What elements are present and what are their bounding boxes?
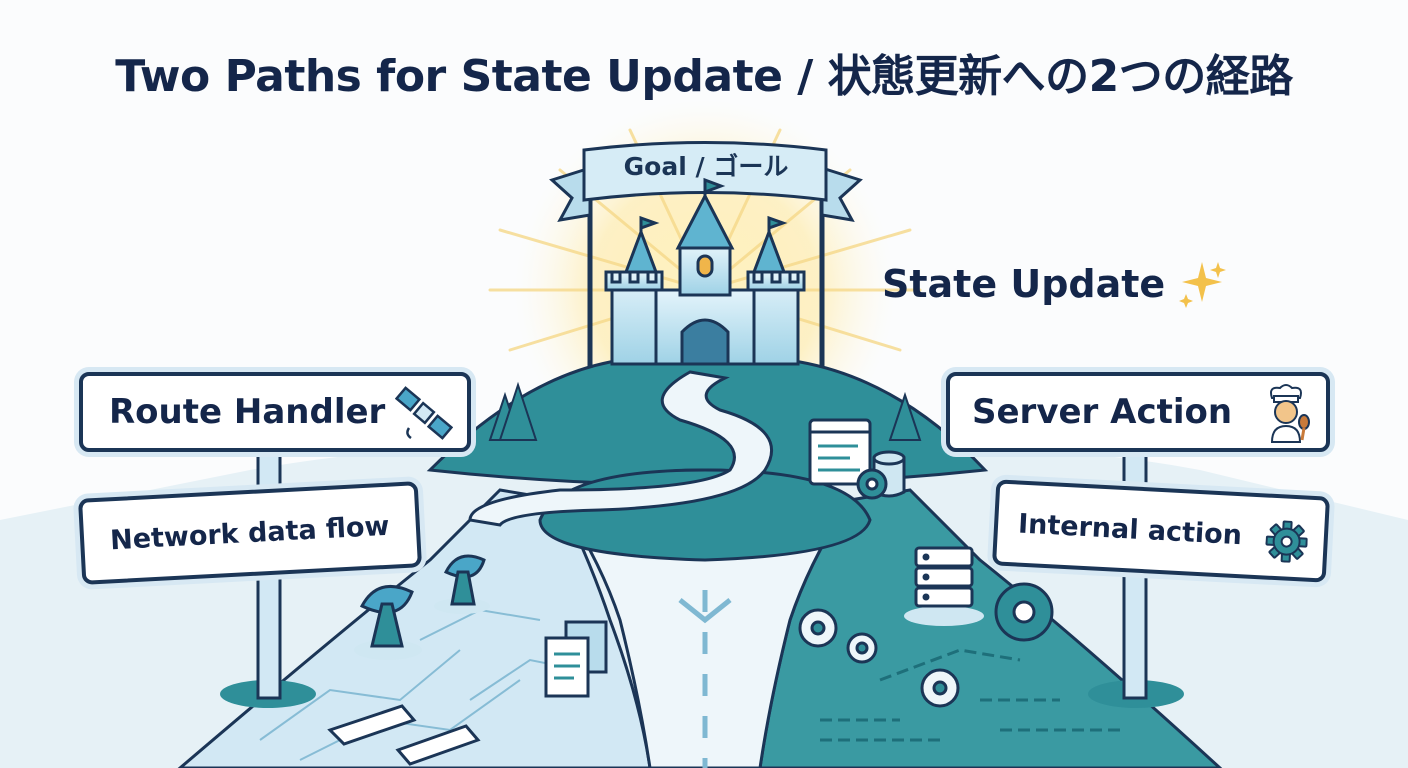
route-handler-label: Route Handler — [109, 392, 386, 432]
goal-banner — [582, 141, 828, 202]
gear-icon — [856, 468, 888, 500]
server-rack-icon — [904, 546, 984, 626]
paper-icon — [327, 704, 481, 766]
goal-banner-label: Goal / ゴール — [623, 152, 789, 181]
satellite-icon — [395, 386, 453, 440]
gear-icon — [1265, 520, 1308, 563]
internal-action-sign: Internal action — [991, 479, 1331, 583]
internal-action-label: Internal action — [1017, 508, 1243, 551]
document-icon — [544, 620, 608, 698]
chef-icon — [1270, 384, 1310, 443]
page-title: Two Paths for State Update / 状態更新への2つの経路 — [115, 51, 1293, 102]
gear-cluster-icon — [798, 582, 1054, 708]
route-handler-sign: Route Handler — [79, 372, 471, 452]
network-data-flow-sign: Network data flow — [77, 481, 423, 585]
satellite-dish-icon — [354, 554, 490, 660]
tree-right — [888, 391, 922, 441]
state-update-label: State Update — [882, 262, 1166, 306]
goal-arch — [549, 141, 863, 368]
network-data-flow-label: Network data flow — [109, 510, 391, 556]
sparkles-icon — [1179, 262, 1226, 308]
winding-road — [468, 370, 774, 527]
server-action-label: Server Action — [972, 392, 1233, 432]
tree-left — [488, 381, 538, 441]
castle-icon — [604, 177, 806, 366]
code-window-icon — [808, 418, 872, 486]
server-action-sign: Server Action — [946, 372, 1330, 452]
